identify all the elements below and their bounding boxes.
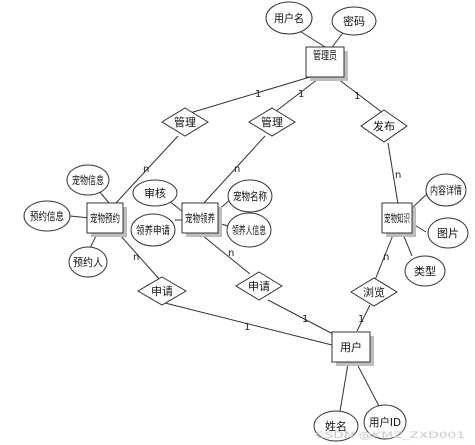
attribute-booking-info-label: 预约信息 — [30, 209, 64, 223]
connection-lines — [69, 29, 429, 412]
entity-user-label: 用户 — [340, 340, 362, 354]
attribute-booking-person: 预约人 — [68, 246, 108, 278]
line-admin-publish — [337, 78, 384, 114]
entity-pet-adopt-label: 宠物领养 — [185, 211, 215, 225]
line-apply-mid-user — [267, 299, 334, 335]
entity-pet-knowledge-label: 宠物知识 — [384, 211, 410, 225]
attribute-knowledge-type-label: 类型 — [414, 264, 436, 278]
attribute-adopt-pet-name-label: 宠物名称 — [233, 189, 267, 203]
relationship-browse: 浏览 — [350, 277, 398, 307]
attribute-admin-username-label: 用户名 — [274, 11, 304, 25]
entity-pet-booking-label: 宠物预约 — [90, 211, 120, 225]
attribute-admin-password: 密码 — [331, 6, 377, 36]
relationship-publish-label: 发布 — [373, 119, 395, 133]
relationship-apply-mid: 申请 — [235, 271, 283, 301]
line-publish-knowledge — [387, 142, 399, 205]
attribute-user-name: 姓名 — [313, 410, 359, 442]
line-knowledge-content — [411, 192, 429, 209]
attribute-adopt-application: 领养申请 — [130, 213, 176, 247]
cardinality-knowledge-browse: n — [383, 252, 389, 263]
entity-admin: 管理员 — [305, 46, 348, 81]
cardinality-user-apply-mid: 1 — [302, 314, 308, 325]
relationship-apply-mid-label: 申请 — [248, 280, 270, 293]
cardinality-user-browse: 1 — [358, 314, 364, 325]
cardinality-admin-manage-left: 1 — [255, 89, 261, 100]
cardinality-user-apply-left: 1 — [244, 322, 250, 333]
attribute-knowledge-image: 图片 — [427, 217, 469, 249]
attribute-booking-pet-info: 宠物信息 — [66, 164, 110, 196]
attribute-adopt-person-info-label: 领养人信息 — [232, 223, 266, 237]
attribute-knowledge-content-label: 内容详情 — [430, 183, 462, 197]
relationship-manage-mid: 管理 — [248, 107, 296, 137]
line-user-id — [356, 363, 381, 409]
attribute-adopt-pet-name: 宠物名称 — [227, 179, 273, 213]
cardinality-labels: 1 1 1 n n n n n n 1 1 1 — [133, 89, 401, 333]
cardinality-booking-apply: n — [133, 252, 139, 263]
entity-admin-label-1: 管理员 — [313, 48, 337, 62]
cardinality-booking-manage: n — [143, 164, 149, 175]
entity-user: 用户 — [331, 331, 374, 366]
attribute-user-id: 用户ID — [363, 404, 407, 440]
entity-pet-booking: 宠物预约 — [86, 202, 127, 237]
relationship-manage-left-label: 管理 — [174, 115, 196, 129]
attribute-knowledge-content: 内容详情 — [425, 173, 467, 207]
watermark-text: CSDN @KMZ_ZXD001 — [315, 431, 465, 441]
attribute-booking-info: 预约信息 — [23, 200, 71, 232]
relationship-browse-label: 浏览 — [363, 285, 385, 299]
line-knowledge-type — [402, 233, 413, 257]
cardinality-knowledge-publish: n — [395, 170, 401, 181]
attribute-adopt-person-info: 领养人信息 — [226, 212, 272, 248]
relationship-apply-left: 申请 — [137, 276, 187, 306]
line-browse-user — [356, 304, 371, 332]
entity-pet-knowledge: 宠物知识 — [381, 202, 416, 237]
relationship-publish: 发布 — [360, 109, 408, 143]
attribute-admin-username: 用户名 — [265, 1, 313, 35]
attribute-knowledge-image-label: 图片 — [437, 227, 459, 240]
cardinality-admin-publish: 1 — [354, 91, 360, 102]
line-adopt-apply — [201, 234, 251, 275]
attribute-user-name-label: 姓名 — [325, 419, 347, 433]
attribute-booking-person-label: 预约人 — [73, 256, 103, 269]
line-booking-apply — [119, 234, 161, 281]
line-user-name — [339, 363, 349, 412]
attribute-adopt-review: 审核 — [132, 179, 178, 207]
relationship-manage-mid-label: 管理 — [261, 115, 283, 129]
relationship-manage-left: 管理 — [161, 107, 209, 137]
line-manage-left-booking — [114, 135, 179, 205]
entity-pet-adopt: 宠物领养 — [181, 202, 222, 237]
attribute-adopt-review-label: 审核 — [144, 186, 166, 200]
attribute-knowledge-type: 类型 — [404, 255, 446, 287]
line-admin-manage-left — [189, 76, 311, 114]
relationship-apply-left-label: 申请 — [151, 285, 173, 298]
attribute-adopt-application-label: 领养申请 — [136, 223, 170, 237]
attribute-user-id-label: 用户ID — [369, 415, 401, 429]
line-manage-mid-adopt — [202, 135, 266, 205]
line-knowledge-browse — [374, 234, 394, 281]
cardinality-adopt-apply: n — [228, 248, 234, 259]
attribute-admin-password-label: 密码 — [343, 14, 365, 28]
line-admin-manage-mid — [274, 78, 319, 113]
cardinality-adopt-manage: n — [234, 164, 240, 175]
attribute-booking-pet-info-label: 宠物信息 — [72, 173, 104, 187]
cardinality-admin-manage-mid: 1 — [298, 89, 304, 100]
line-apply-left-user — [164, 302, 333, 346]
